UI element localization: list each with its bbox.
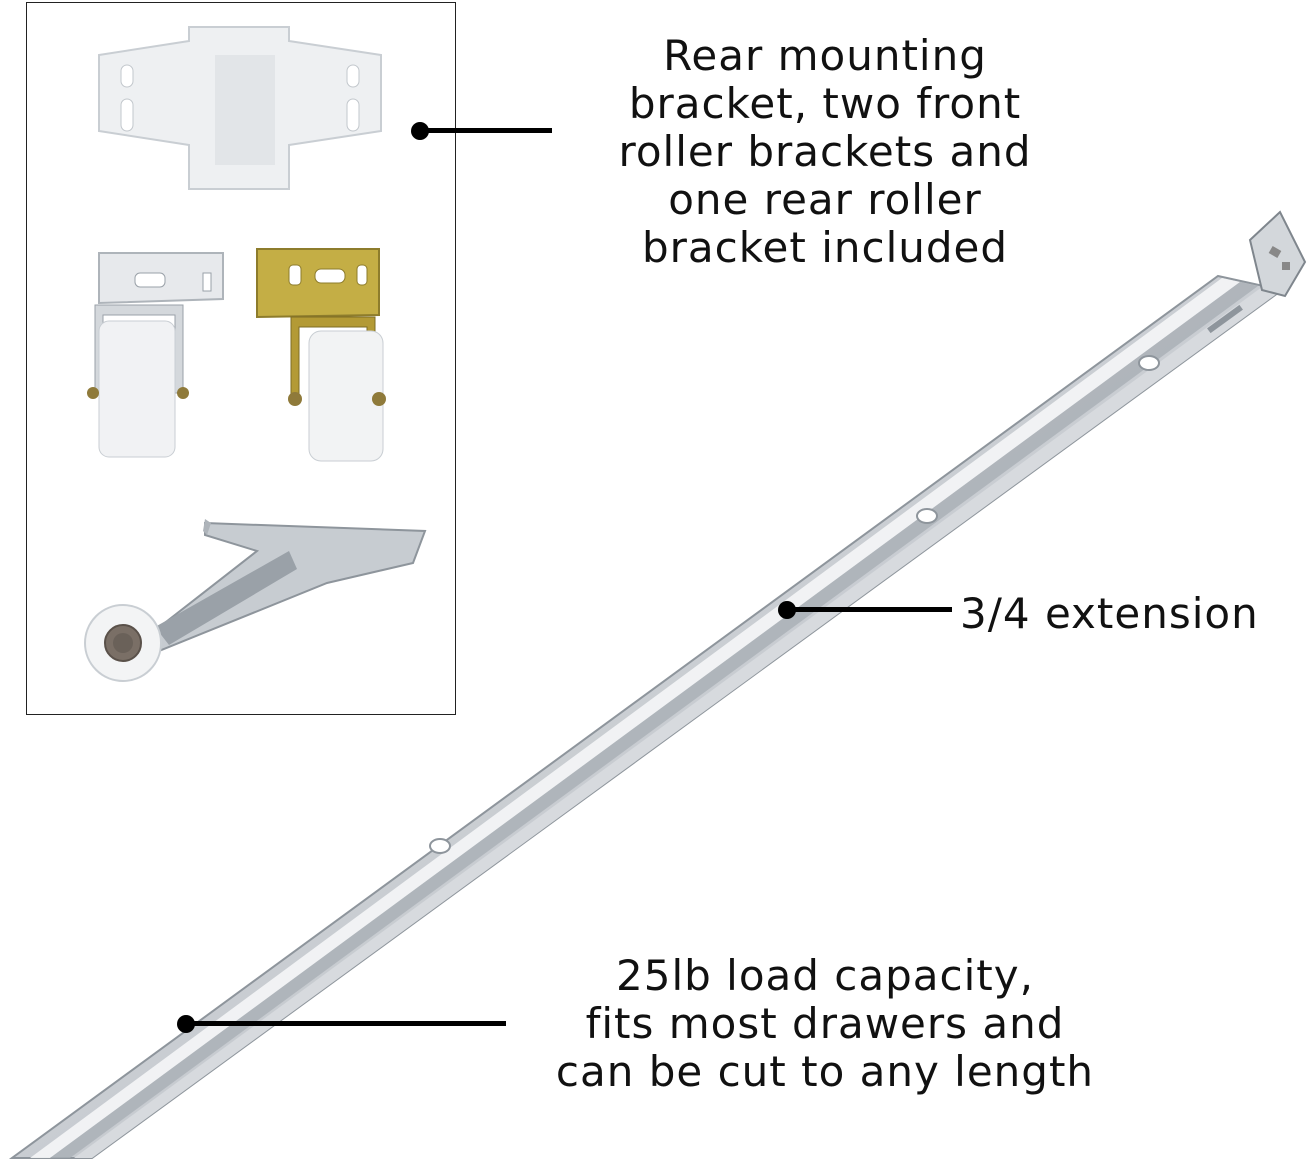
front-roller-bracket-brass-icon bbox=[256, 248, 386, 462]
capacity-callout-line-2: fits most drawers and bbox=[585, 999, 1065, 1048]
capacity-callout: 25lb load capacity, fits most drawers an… bbox=[500, 952, 1150, 1096]
capacity-callout-line-1: 25lb load capacity, bbox=[616, 951, 1034, 1000]
brackets-callout-line-1: Rear mounting bbox=[663, 31, 987, 80]
brackets-callout-line-4: one rear roller bbox=[668, 175, 982, 224]
brackets-callout-line-2: bracket, two front bbox=[628, 79, 1022, 128]
brackets-callout-line-5: bracket included bbox=[641, 223, 1009, 272]
rear-mounting-bracket-icon bbox=[98, 26, 382, 190]
extension-callout: 3/4 extension bbox=[960, 589, 1259, 638]
capacity-callout-line-3: can be cut to any length bbox=[555, 1047, 1095, 1096]
rear-roller-bracket-icon bbox=[84, 519, 427, 682]
brackets-callout: Rear mounting bracket, two front roller … bbox=[560, 32, 1090, 272]
brackets-callout-line-3: roller brackets and bbox=[618, 127, 1032, 176]
brackets-inset-panel bbox=[26, 2, 456, 715]
front-roller-bracket-silver-icon bbox=[87, 252, 224, 458]
